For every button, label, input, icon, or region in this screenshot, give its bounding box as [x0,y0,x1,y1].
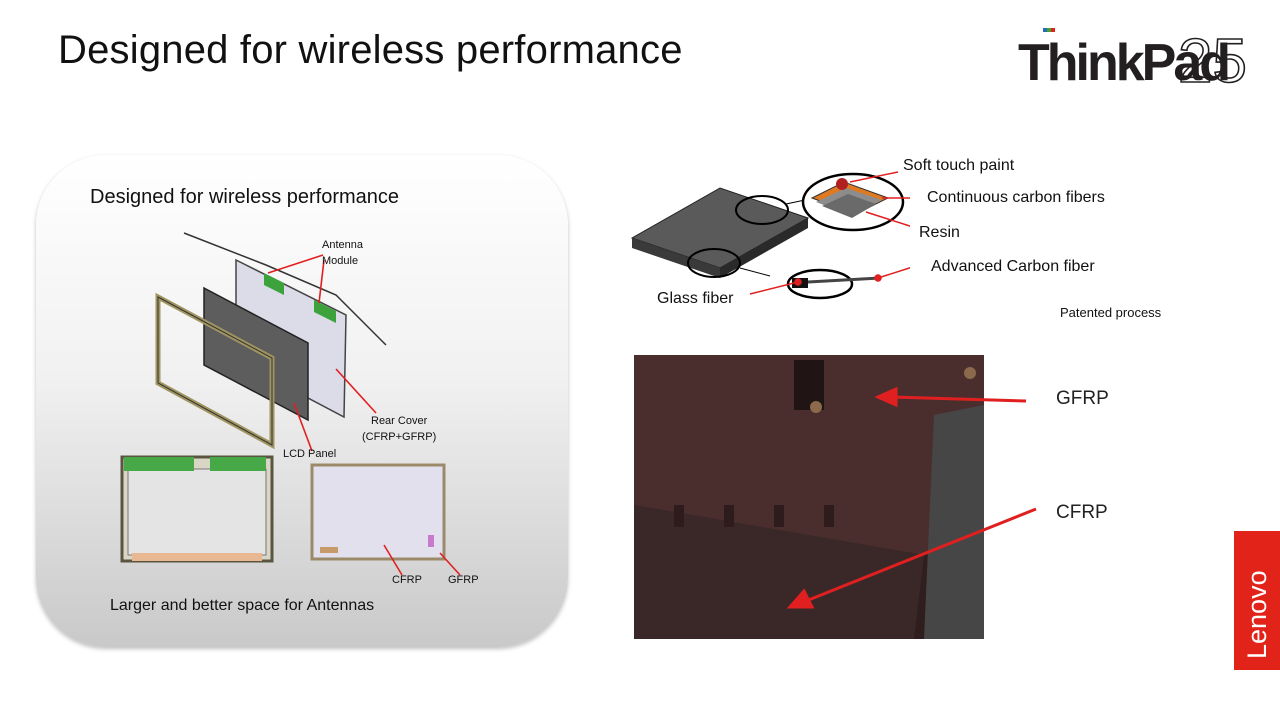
frame-left-bottom-strip [132,553,262,561]
logo-pad-text: Pad [1142,34,1229,92]
continuous-carbon-fibers-label: Continuous carbon fibers [927,189,1105,206]
rear-cover-label-line2: (CFRP+GFRP) [362,431,437,443]
bezel-outline [157,296,273,446]
top-zoom-marker [735,195,789,225]
antenna-module-right [314,300,336,323]
logo-think-text: Think [1018,34,1145,92]
frame-left-inner [127,468,267,556]
thinkpad-25-logo: ThinkPad 25 [1018,26,1248,92]
lenovo-logo: Lenovo [1242,570,1272,659]
lenovo-logo-badge [1234,531,1280,670]
photo-screw-right [964,367,976,379]
gfrp-small-label: GFRP [448,574,479,586]
gfrp-arrow-line [891,395,1027,403]
cfrp-photo-label: CFRP [1056,502,1108,523]
panel-title: Designed for wireless performance [90,186,400,208]
lenovo-logo-text: Lenovo [1242,570,1272,659]
gfrp-arrow-head [874,386,898,408]
patented-process-label: Patented process [1060,305,1162,320]
rear-cover-flat-part [310,463,446,561]
lcd-panel-label: LCD Panel [283,448,337,460]
panel-caption: Larger and better space for Antennas [110,597,375,614]
cfrp-small-label: CFRP [392,574,422,586]
antenna-label-line1: Antenna [322,239,363,251]
frame-left-antenna-2 [210,457,266,471]
advanced-carbon-fiber-label: Advanced Carbon fiber [931,258,1095,275]
soft-touch-dot [836,178,848,190]
resin-label: Resin [919,224,960,241]
antenna-module-left [264,273,284,295]
cfrp-arrow-head [786,588,815,609]
antenna-label: Antenna Module [322,237,363,269]
rear-cover-label-line1: Rear Cover [371,415,428,427]
layer-resin [822,194,876,218]
photo-screw-left [810,401,822,413]
rear-cover-gfrp-mark [428,535,434,547]
composite-slab-edge [720,218,808,278]
rear-cover-label: Rear Cover (CFRP+GFRP) [362,413,436,445]
photo-metal-edge [924,405,984,639]
edge-zoom-marker [687,248,741,278]
photo-connector [794,360,824,410]
gfrp-photo-label: GFRP [1056,388,1109,409]
callout-arrows [267,254,461,576]
antenna-label-line2: Module [322,255,359,267]
logo-dot-blue [1043,28,1047,32]
carbon-fiber-strand [807,276,881,284]
display-assembly-illustration [120,232,461,576]
photo-arrows [786,386,1037,609]
antenna-cable [183,232,387,346]
edge-zoom-line [739,267,771,277]
glass-fiber-label: Glass fiber [657,290,734,307]
frame-left-antenna-1 [124,457,194,471]
logo-number-text: 25 [1178,27,1247,92]
logo-dot-red [1051,28,1055,32]
material-layer-diagram [630,171,910,300]
svg-text:ThinkPad: ThinkPad [1018,34,1228,92]
lcd-panel-part [203,286,309,422]
slide-title: Designed for wireless performance [58,28,683,72]
logo-dot-green [1047,28,1051,32]
composite-slab-side [632,238,720,278]
soft-touch-paint-label: Soft touch paint [903,157,1015,174]
material-callouts [749,171,910,295]
photo-ribs [674,505,834,527]
rear-cover-gfrp-strip [320,547,338,553]
cfrp-arrow-line [805,507,1037,603]
cfrp-region [634,505,924,639]
